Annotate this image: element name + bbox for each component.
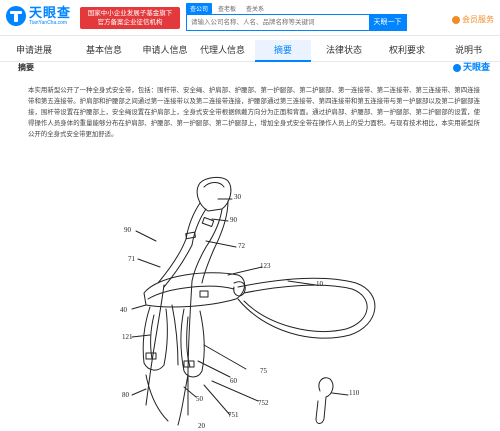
nav-tab-claims[interactable]: 权利要求: [388, 45, 425, 55]
promo-banner[interactable]: 国家中小企业发展子基金旗下 官方备案企业征信机构: [80, 7, 180, 29]
label-30: 30: [234, 193, 241, 201]
label-752: 752: [258, 399, 269, 407]
patent-nav: 申请进展 基本信息 申请人信息 代理人信息 摘要 法律状态 权利要求 说明书: [0, 40, 500, 62]
label-50: 50: [196, 395, 203, 403]
lanyard: [237, 277, 376, 339]
label-40: 40: [120, 306, 127, 314]
logo-url: TianYanCha.com: [29, 20, 68, 26]
label-72: 72: [238, 242, 245, 250]
leg-loop-left: [142, 306, 168, 371]
search-box: 天眼一下: [186, 14, 407, 31]
search-tab-boss[interactable]: 查老板: [218, 7, 237, 13]
label-80: 80: [122, 391, 129, 399]
vip-label: 会员服务: [462, 15, 494, 24]
section-title: 摘要: [18, 63, 34, 72]
label-10: 10: [316, 280, 323, 288]
label-60: 60: [230, 377, 237, 385]
label-751: 751: [228, 411, 239, 419]
snap-hook: [315, 377, 334, 424]
label-75: 75: [260, 367, 267, 375]
leg-loop-right: [180, 308, 205, 378]
site-logo[interactable]: 天眼查 TianYanCha.com: [6, 6, 71, 26]
label-90-right: 90: [230, 216, 237, 224]
label-121: 121: [122, 333, 133, 341]
label-123: 123: [260, 262, 271, 270]
nav-tab-legal-status[interactable]: 法律状态: [325, 45, 362, 55]
label-20: 20: [198, 422, 205, 430]
watermark-text: 天眼查: [462, 62, 490, 72]
search-tab-company[interactable]: 查公司: [186, 3, 213, 14]
section-watermark-logo: 天眼查: [452, 62, 490, 73]
search-tabs: 查公司 查老板 查关系: [186, 3, 268, 14]
search-button[interactable]: 天眼一下: [369, 15, 406, 30]
harness-drawing: [131, 176, 376, 426]
top-header: 天眼查 TianYanCha.com 国家中小企业发展子基金旗下 官方备案企业征…: [0, 0, 500, 36]
section-header: 摘要 天眼查: [0, 62, 500, 74]
search-tab-relation[interactable]: 查关系: [246, 7, 265, 13]
nav-tab-agent[interactable]: 代理人信息: [199, 45, 245, 55]
logo-name: 天眼查: [29, 5, 72, 20]
vip-crown-icon: [452, 15, 460, 24]
logo-text: 天眼查 TianYanCha.com: [29, 5, 72, 27]
search-input[interactable]: [187, 15, 369, 30]
nav-tab-abstract[interactable]: 摘要: [255, 40, 311, 62]
promo-line-2: 官方备案企业征信机构: [97, 19, 163, 26]
logo-eye-icon: [6, 6, 26, 26]
label-90-left: 90: [124, 226, 131, 234]
label-71: 71: [128, 255, 135, 263]
label-110: 110: [349, 389, 360, 397]
patent-figure: 30 90 90 72 71 123 10 40 121 75 60 80 50…: [88, 175, 408, 431]
nav-tab-description[interactable]: 说明书: [454, 45, 482, 55]
abstract-text: 本实用新型公开了一种全身式安全带，包括：围杆带、安全绳、护肩部、护腰部、第一护腿…: [28, 87, 480, 138]
nav-tab-progress[interactable]: 申请进展: [15, 45, 52, 55]
nav-tab-applicant[interactable]: 申请人信息: [142, 45, 188, 55]
back-pad: [196, 176, 232, 212]
promo-line-1: 国家中小企业发展子基金旗下: [87, 10, 173, 17]
watermark-eye-icon: [452, 63, 461, 72]
nav-tab-basic-info[interactable]: 基本信息: [85, 45, 122, 55]
waist-belt: [143, 272, 245, 308]
vip-service-link[interactable]: 会员服务: [452, 14, 494, 25]
